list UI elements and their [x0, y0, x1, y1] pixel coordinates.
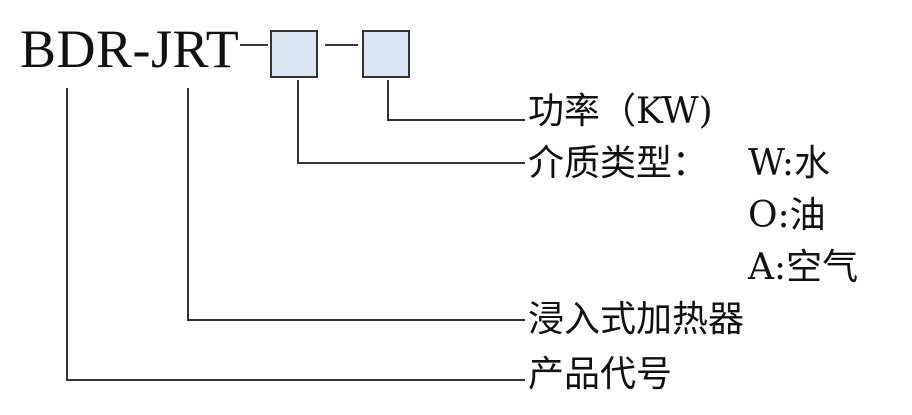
label-heater-type: 浸入式加热器: [528, 299, 745, 340]
label-medium-water: W:水: [748, 143, 831, 184]
label-power: 功率（KW): [528, 91, 713, 132]
label-medium-air: A:空气: [748, 247, 859, 288]
label-medium-oil: O:油: [748, 195, 826, 236]
product-code-connector: [66, 88, 525, 381]
label-medium-type: 介质类型：: [528, 143, 709, 184]
model-code: BDR-JRT: [20, 19, 240, 79]
heater-type-connector: [187, 88, 525, 321]
medium-type-box: [270, 30, 318, 78]
medium-type-connector: [297, 80, 525, 164]
power-connector: [387, 80, 525, 121]
power-box: [362, 30, 410, 78]
label-product-code: 产品代号: [528, 354, 673, 395]
